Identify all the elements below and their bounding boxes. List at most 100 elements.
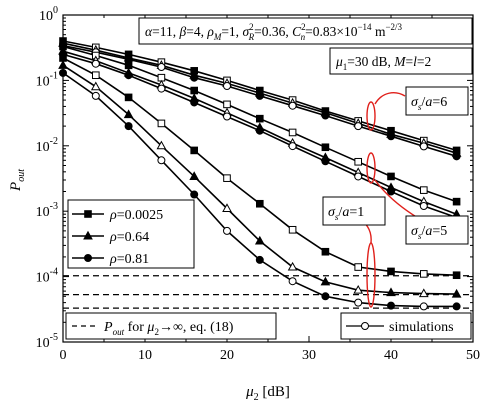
data-point-3-10 bbox=[387, 172, 395, 181]
legend-marker-0 bbox=[84, 210, 92, 218]
data-point-5-10 bbox=[387, 187, 395, 196]
data-point-7-8 bbox=[320, 276, 331, 286]
data-point-3-4 bbox=[190, 86, 198, 95]
data-point-7-11 bbox=[418, 288, 429, 298]
data-point-5-4 bbox=[190, 98, 199, 107]
data-point-5-7 bbox=[288, 142, 297, 151]
x-tick-label-4: 40 bbox=[384, 348, 398, 363]
ellipse-sigma1 bbox=[366, 242, 376, 308]
data-point-8-2 bbox=[124, 122, 133, 131]
data-point-2-9 bbox=[354, 122, 363, 131]
data-point-5-9 bbox=[354, 172, 363, 181]
ellipse-sigma5 bbox=[366, 152, 376, 184]
legend-marker-1 bbox=[83, 230, 93, 240]
x-tick-label-5: 50 bbox=[466, 348, 480, 363]
asymptote-legend-box bbox=[65, 312, 277, 340]
sigma1-label: σs/a=1 bbox=[328, 205, 364, 222]
y-tick-label-4: 10-1 bbox=[36, 70, 58, 89]
data-point-2-10 bbox=[387, 132, 395, 141]
data-point-6-12 bbox=[452, 271, 461, 280]
series-markers bbox=[58, 37, 462, 311]
data-point-7-3 bbox=[156, 140, 167, 150]
data-point-8-11 bbox=[419, 302, 428, 311]
data-point-6-1 bbox=[92, 71, 100, 80]
data-point-2-8 bbox=[321, 111, 330, 120]
data-point-5-8 bbox=[321, 157, 330, 166]
x-tick-label-2: 20 bbox=[220, 348, 234, 363]
data-point-7-6 bbox=[254, 235, 265, 245]
data-point-7-12 bbox=[451, 288, 462, 298]
data-point-3-6 bbox=[256, 114, 264, 123]
sigma1-box bbox=[322, 196, 386, 226]
data-point-6-11 bbox=[420, 270, 428, 278]
data-point-5-2 bbox=[124, 71, 133, 80]
x-tick-label-1: 10 bbox=[138, 348, 152, 363]
data-point-7-4 bbox=[189, 171, 200, 180]
arrow-sigma6 bbox=[374, 92, 406, 105]
x-tick-label-0: 0 bbox=[60, 348, 67, 363]
data-point-8-10 bbox=[387, 301, 395, 310]
y-tick-label-5: 100 bbox=[39, 5, 58, 24]
data-point-2-7 bbox=[288, 101, 297, 110]
data-point-7-9 bbox=[353, 284, 364, 294]
x-axis-label: μ2 [dB] bbox=[245, 384, 290, 403]
y-axis-label: Pout bbox=[8, 169, 27, 192]
data-point-2-6 bbox=[255, 91, 264, 100]
data-point-2-12 bbox=[452, 152, 461, 161]
data-point-5-11 bbox=[419, 202, 428, 211]
data-point-6-2 bbox=[124, 93, 133, 102]
data-point-3-9 bbox=[354, 157, 362, 166]
data-point-2-3 bbox=[157, 63, 166, 72]
sigma6-box bbox=[405, 86, 469, 116]
legend-entries: ρ=0.0025 ρ=0.64 ρ=0.81 bbox=[72, 208, 163, 267]
data-point-8-12 bbox=[452, 302, 461, 311]
data-point-7-7 bbox=[287, 261, 298, 271]
data-point-2-11 bbox=[419, 142, 428, 151]
data-point-7-1 bbox=[90, 81, 101, 91]
data-point-3-12 bbox=[452, 197, 461, 206]
y-tick-label-0: 10-5 bbox=[36, 332, 58, 351]
data-point-8-4 bbox=[190, 190, 199, 199]
data-point-7-5 bbox=[222, 203, 232, 212]
asymptote-lines bbox=[63, 275, 473, 309]
data-point-8-7 bbox=[288, 277, 297, 286]
legend-label-1: ρ=0.64 bbox=[109, 230, 149, 245]
asymptote-legend-label: Pout for μ2→∞, eq. (18) bbox=[103, 320, 234, 337]
legend-label-2: ρ=0.81 bbox=[109, 252, 149, 267]
sigma5-label: σs/a=5 bbox=[411, 224, 447, 241]
data-point-5-5 bbox=[223, 112, 231, 121]
data-point-6-9 bbox=[354, 263, 362, 271]
data-point-8-8 bbox=[321, 292, 330, 301]
legend-marker-2 bbox=[84, 254, 92, 262]
data-point-6-10 bbox=[387, 267, 395, 276]
data-point-6-4 bbox=[190, 146, 198, 155]
simulations-legend-marker bbox=[361, 322, 369, 330]
params-box bbox=[138, 17, 473, 45]
simulations-legend-label: simulations bbox=[389, 320, 454, 335]
data-point-6-3 bbox=[157, 119, 166, 128]
data-point-3-7 bbox=[288, 128, 297, 137]
data-point-8-6 bbox=[255, 255, 264, 264]
ellipse-sigma6 bbox=[366, 101, 376, 131]
data-point-8-5 bbox=[223, 226, 231, 235]
data-point-2-5 bbox=[223, 82, 231, 91]
data-point-7-10 bbox=[386, 287, 396, 297]
data-point-5-3 bbox=[157, 84, 166, 93]
data-point-6-7 bbox=[288, 225, 297, 234]
legend-label-0: ρ=0.0025 bbox=[109, 208, 163, 223]
y-tick-label-1: 10-4 bbox=[36, 267, 58, 286]
data-point-3-2 bbox=[124, 61, 133, 70]
data-point-5-1 bbox=[91, 59, 100, 68]
x-tick-label-3: 30 bbox=[302, 348, 316, 363]
params2-text: μ1=30 dB, M=l=2 bbox=[335, 54, 431, 72]
sigma6-label: σs/a=6 bbox=[411, 95, 447, 112]
data-point-8-1 bbox=[91, 91, 100, 100]
data-point-3-8 bbox=[321, 143, 330, 152]
data-point-3-5 bbox=[223, 100, 231, 109]
data-point-3-11 bbox=[420, 186, 428, 194]
data-point-8-3 bbox=[157, 156, 166, 165]
data-point-2-4 bbox=[190, 73, 199, 82]
y-tick-label-3: 10-2 bbox=[36, 136, 58, 155]
sigma5-box bbox=[405, 215, 469, 245]
